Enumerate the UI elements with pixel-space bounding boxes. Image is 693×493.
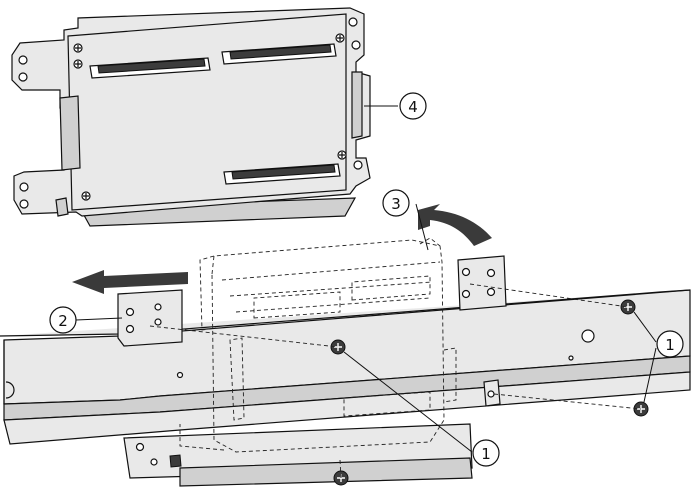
screw-icon <box>333 470 349 486</box>
callout-2-label: 2 <box>58 312 68 330</box>
backplane-board <box>11 7 371 227</box>
screw-icon <box>73 33 347 201</box>
board-connector <box>223 163 341 185</box>
slide-tray <box>117 289 183 347</box>
mount-hole <box>19 199 29 209</box>
chassis-frame <box>0 255 691 487</box>
installed-outline <box>179 237 457 453</box>
screw-icon <box>620 299 636 315</box>
callout-1-right-label: 1 <box>665 336 675 354</box>
callout-3: 3 <box>382 189 410 217</box>
callout-1-center-label: 1 <box>481 445 491 463</box>
mount-hole <box>18 55 28 65</box>
rotate-up-arrow-icon <box>418 204 492 246</box>
board-connector <box>221 43 337 65</box>
mount-hole <box>351 40 361 50</box>
callout-4-label: 4 <box>408 98 418 116</box>
callout-1-right: 1 <box>656 330 684 358</box>
callout-3-label: 3 <box>391 195 401 213</box>
mount-hole <box>353 160 363 170</box>
mount-hole <box>19 182 29 192</box>
slide-left-arrow-icon <box>72 270 188 294</box>
callout-1-center: 1 <box>472 439 500 467</box>
board-connector <box>89 57 211 79</box>
mount-hole <box>18 72 28 82</box>
callout-2: 2 <box>49 306 77 334</box>
mount-hole <box>348 17 358 27</box>
callout-4: 4 <box>399 92 427 120</box>
